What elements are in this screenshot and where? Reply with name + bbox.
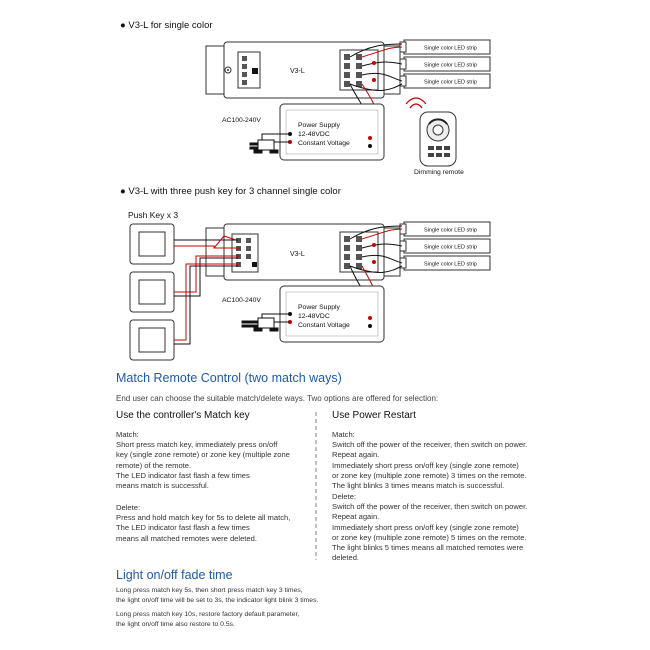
right-match-line: or zone key (multiple zone remote) 3 tim…	[332, 470, 527, 480]
power-supply-label-2: Power Supply 12-48VDC Constant Voltage	[298, 303, 350, 330]
right-match-block: Match: Switch off the power of the recei…	[332, 430, 527, 491]
left-delete-block: Delete: Press and hold match key for 5s …	[116, 503, 290, 544]
push-key-wires	[174, 235, 240, 345]
dimming-remote	[405, 97, 457, 167]
ps2-line1: Power Supply	[298, 304, 340, 311]
fade-paragraph-1: Long press match key 5s, then short pres…	[116, 586, 318, 605]
led-strips-2: Single color LED strip Single color LED …	[399, 221, 491, 271]
match-intro: End user can choose the suitable match/d…	[116, 394, 439, 403]
fade-line: Long press match key 5s, then short pres…	[116, 587, 303, 594]
strip-label-1a: Single color LED strip	[424, 46, 477, 52]
left-match-label: Match:	[116, 430, 139, 439]
bullet: ●	[120, 20, 126, 31]
right-delete-line: Immediately short press on/off key (sing…	[332, 522, 519, 532]
strip-label-2a: Single color LED strip	[424, 228, 477, 234]
strip-label-1b: Single color LED strip	[424, 63, 477, 69]
left-match-line: remote) of the remote.	[116, 460, 192, 470]
left-match-line: The LED indicator fast flash a few times	[116, 470, 250, 480]
strip-label-2c: Single color LED strip	[424, 262, 477, 268]
remote-label: Dimming remote	[414, 169, 464, 176]
right-delete-label: Delete:	[332, 492, 357, 501]
right-delete-line: deleted.	[332, 553, 360, 563]
ac-plug-2	[241, 313, 290, 332]
strip-label-2b: Single color LED strip	[424, 245, 477, 251]
right-delete-block: Delete: Switch off the power of the rece…	[332, 492, 527, 563]
ps2-line3: Constant Voltage	[298, 322, 350, 329]
right-delete-line: The light blinks 5 times means all match…	[332, 543, 524, 553]
ac-label-1: AC100-240V	[222, 117, 261, 124]
led-strips-1: Single color LED strip Single color LED …	[399, 39, 491, 89]
fade-heading: Light on/off fade time	[116, 568, 233, 582]
controller-label-2: V3-L	[290, 251, 305, 258]
right-match-label: Match:	[332, 430, 355, 439]
fade-line: the light on/off time will be set to 3s,…	[116, 596, 319, 604]
right-match-line: Repeat again.	[332, 450, 380, 460]
right-delete-line: or zone key (multiple zone remote) 5 tim…	[332, 532, 527, 542]
diagram2-title-text: V3-L with three push key for 3 channel s…	[128, 186, 341, 197]
ps2-line2: 12-48VDC	[298, 313, 330, 320]
left-match-line: means match is successful.	[116, 481, 209, 491]
left-match-line: key (single zone remote) or zone key (mu…	[116, 450, 290, 460]
left-delete-line: means all matched remotes were deleted.	[116, 533, 257, 543]
ac-label-2: AC100-240V	[222, 297, 261, 304]
controller-label-1: V3-L	[290, 68, 305, 75]
right-match-line: Switch off the power of the receiver, th…	[332, 440, 528, 450]
ps1-line3: Constant Voltage	[298, 140, 350, 147]
fade-line: the light on/off time also restore to 0.…	[116, 620, 235, 628]
power-supply-1	[279, 103, 385, 161]
ps1-line2: 12-48VDC	[298, 131, 330, 138]
left-match-line: Short press match key, immediately press…	[116, 440, 278, 450]
strip-label-1c: Single color LED strip	[424, 80, 477, 86]
right-match-line: Immediately short press on/off key (sing…	[332, 460, 519, 470]
controller-v3l-2: V3-L	[205, 223, 401, 281]
push-key-label: Push Key x 3	[128, 210, 179, 220]
push-keys	[129, 223, 175, 361]
diagram2-title: ● V3-L with three push key for 3 channel…	[120, 186, 341, 197]
right-delete-line: Repeat again.	[332, 512, 380, 522]
left-delete-line: The LED indicator fast flash a few times	[116, 523, 250, 533]
controller-v3l-1: V3-L	[205, 41, 401, 99]
left-column-title: Use the controller's Match key	[116, 410, 250, 421]
power-supply-label-1: Power Supply 12-48VDC Constant Voltage	[298, 121, 350, 148]
left-delete-label: Delete:	[116, 503, 141, 512]
right-delete-line: Switch off the power of the receiver, th…	[332, 502, 528, 512]
right-match-line: The light blinks 3 times means match is …	[332, 481, 505, 491]
diagram1-title-text: V3-L for single color	[128, 20, 213, 31]
right-column-title: Use Power Restart	[332, 410, 416, 421]
left-match-block: Match: Short press match key, immediatel…	[116, 430, 290, 491]
match-heading: Match Remote Control (two match ways)	[116, 371, 342, 385]
diagram1-title: ● V3-L for single color	[120, 20, 213, 31]
ps1-line1: Power Supply	[298, 122, 340, 129]
fade-line: Long press match key 10s, restore factor…	[116, 611, 300, 618]
ac-plug-1	[249, 133, 290, 154]
fade-paragraph-2: Long press match key 10s, restore factor…	[116, 610, 299, 629]
bullet: ●	[120, 186, 126, 197]
left-delete-line: Press and hold match key for 5s to delet…	[116, 513, 291, 523]
